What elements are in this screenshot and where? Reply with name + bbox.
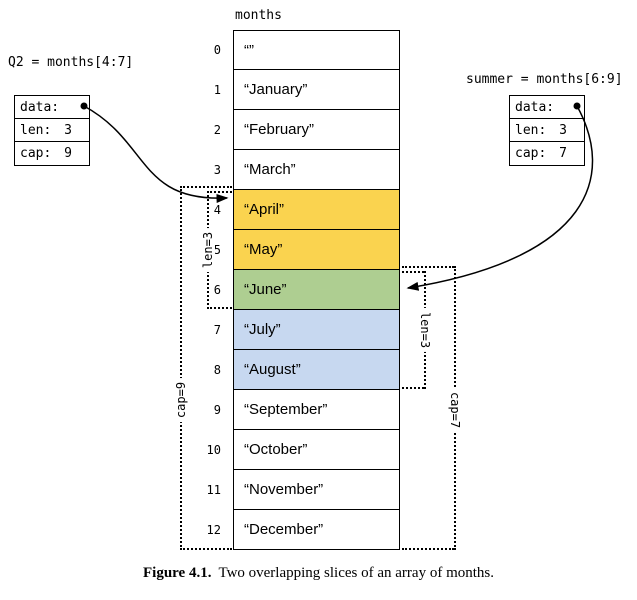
q2-len-bracket-top-tick	[207, 191, 232, 193]
array-index: 6	[213, 283, 221, 297]
array-index: 7	[213, 323, 221, 337]
array-row: 12 “December”	[195, 510, 400, 550]
q2-data-row: data:	[15, 96, 89, 119]
q2-slice-title: Q2 = months[4:7]	[8, 55, 134, 70]
summer-cap-value: 7	[559, 146, 567, 161]
summer-data-row: data:	[510, 96, 584, 119]
array-row: 3 “March”	[195, 150, 400, 190]
array-cell-text: “October”	[244, 441, 308, 458]
array-index: 2	[213, 123, 221, 137]
q2-cap-bracket-label: cap=9	[174, 377, 188, 423]
q2-cap-label: cap:	[20, 146, 52, 161]
q2-cap-bracket-top-tick	[180, 186, 232, 188]
summer-data-label: data:	[515, 99, 555, 115]
array-row: 4 “April”	[195, 190, 400, 230]
q2-len-label: len:	[20, 122, 52, 138]
array-cell-text: “May”	[244, 241, 283, 258]
q2-cap-bracket-bottom-tick	[180, 548, 232, 550]
figure-caption: Figure 4.1. Two overlapping slices of an …	[0, 565, 637, 582]
array-index: 3	[213, 163, 221, 177]
array-cell: “March”	[233, 150, 400, 190]
array-cell: “April”	[233, 190, 400, 230]
months-array: 0 “” 1 “January” 2 “February” 3 “March” …	[195, 30, 400, 550]
array-cell-text: “November”	[244, 481, 324, 498]
summer-len-bracket-label: len=3	[418, 307, 432, 353]
array-cell: “May”	[233, 230, 400, 270]
array-index: 1	[213, 83, 221, 97]
summer-slice-title: summer = months[6:9]	[466, 72, 623, 87]
array-cell-text: “April”	[244, 201, 284, 218]
summer-len-value: 3	[559, 122, 567, 138]
array-cell-text: “September”	[244, 401, 328, 418]
summer-cap-label: cap:	[515, 146, 547, 161]
array-row: 9 “September”	[195, 390, 400, 430]
array-cell-text: “December”	[244, 521, 324, 538]
array-cell: “January”	[233, 70, 400, 110]
array-cell-text: “January”	[244, 81, 308, 98]
q2-len-row: len: 3	[15, 119, 89, 142]
figure-caption-label: Figure 4.1.	[142, 565, 212, 581]
array-cell: “November”	[233, 470, 400, 510]
array-row: 0 “”	[195, 30, 400, 70]
array-cell-text: “”	[244, 41, 254, 59]
array-row: 6 “June”	[195, 270, 400, 310]
q2-len-bracket-bottom-tick	[207, 307, 232, 309]
array-cell: “October”	[233, 430, 400, 470]
figure-caption-text: Two overlapping slices of an array of mo…	[218, 565, 494, 581]
array-cell-text: “June”	[244, 281, 287, 298]
summer-slice-box: data: len: 3 cap: 7	[509, 95, 585, 166]
array-index: 12	[206, 523, 221, 537]
q2-cap-row: cap: 9	[15, 142, 89, 165]
summer-len-bracket-bottom-tick	[402, 387, 424, 389]
summer-cap-bracket-bottom-tick	[402, 548, 454, 550]
array-row: 8 “August”	[195, 350, 400, 390]
q2-len-bracket-label: len=3	[201, 227, 215, 273]
q2-cap-bracket-line	[180, 186, 182, 550]
array-index: 9	[213, 403, 221, 417]
array-row: 1 “January”	[195, 70, 400, 110]
array-cell-text: “February”	[244, 121, 315, 138]
array-cell: “July”	[233, 310, 400, 350]
array-cell-text: “March”	[244, 161, 296, 178]
summer-cap-row: cap: 7	[510, 142, 584, 165]
array-row: 10 “October”	[195, 430, 400, 470]
summer-len-label: len:	[515, 122, 547, 138]
array-cell: “February”	[233, 110, 400, 150]
array-cell-text: “July”	[244, 321, 281, 338]
array-index: 8	[213, 363, 221, 377]
array-index: 10	[206, 443, 221, 457]
array-index: 4	[213, 203, 221, 217]
array-row: 11 “November”	[195, 470, 400, 510]
array-row: 5 “May”	[195, 230, 400, 270]
summer-len-row: len: 3	[510, 119, 584, 142]
array-row: 7 “July”	[195, 310, 400, 350]
q2-slice-box: data: len: 3 cap: 9	[14, 95, 90, 166]
array-cell-text: “August”	[244, 361, 301, 378]
q2-cap-value: 9	[64, 146, 72, 161]
array-cell: “December”	[233, 510, 400, 550]
array-cell: “June”	[233, 270, 400, 310]
q2-data-label: data:	[20, 99, 60, 115]
array-index: 0	[213, 43, 221, 57]
q2-len-value: 3	[64, 122, 72, 138]
summer-cap-bracket-top-tick	[402, 266, 454, 268]
summer-len-bracket-top-tick	[402, 271, 424, 273]
array-title: months	[235, 8, 282, 23]
array-row: 2 “February”	[195, 110, 400, 150]
array-cell: “August”	[233, 350, 400, 390]
array-index: 11	[206, 483, 221, 497]
array-index: 5	[213, 243, 221, 257]
array-cell: “September”	[233, 390, 400, 430]
array-cell: “”	[233, 30, 400, 70]
summer-cap-bracket-label: cap=7	[448, 387, 462, 433]
